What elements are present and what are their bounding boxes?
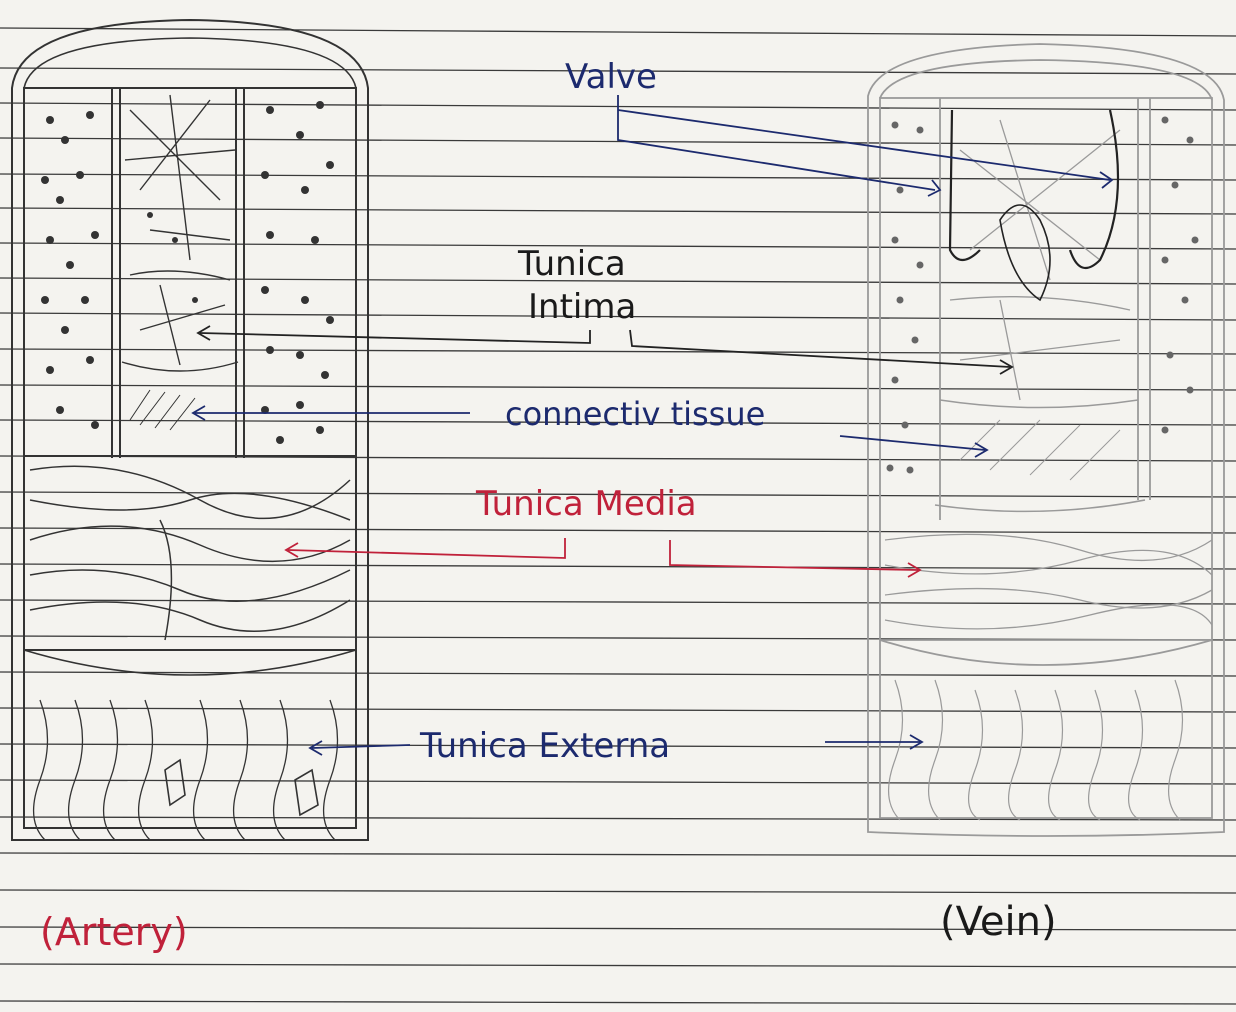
valve-pointers xyxy=(618,95,1112,196)
media-pointers xyxy=(286,538,920,577)
connective-tissue-label: connectiv tissue xyxy=(505,395,765,433)
tunica-media-label: Tunica Media xyxy=(475,484,697,524)
tunica-intima-label-line1: Tunica xyxy=(517,244,626,284)
vein-caption: (Vein) xyxy=(940,899,1057,945)
tunica-externa-label: Tunica Externa xyxy=(419,726,670,766)
tunica-intima-label-line2: Intima xyxy=(528,287,636,327)
vein-diagram xyxy=(868,44,1224,836)
valve-label: Valve xyxy=(565,57,657,97)
artery-caption: (Artery) xyxy=(40,910,188,954)
vein-valve xyxy=(950,110,1118,300)
